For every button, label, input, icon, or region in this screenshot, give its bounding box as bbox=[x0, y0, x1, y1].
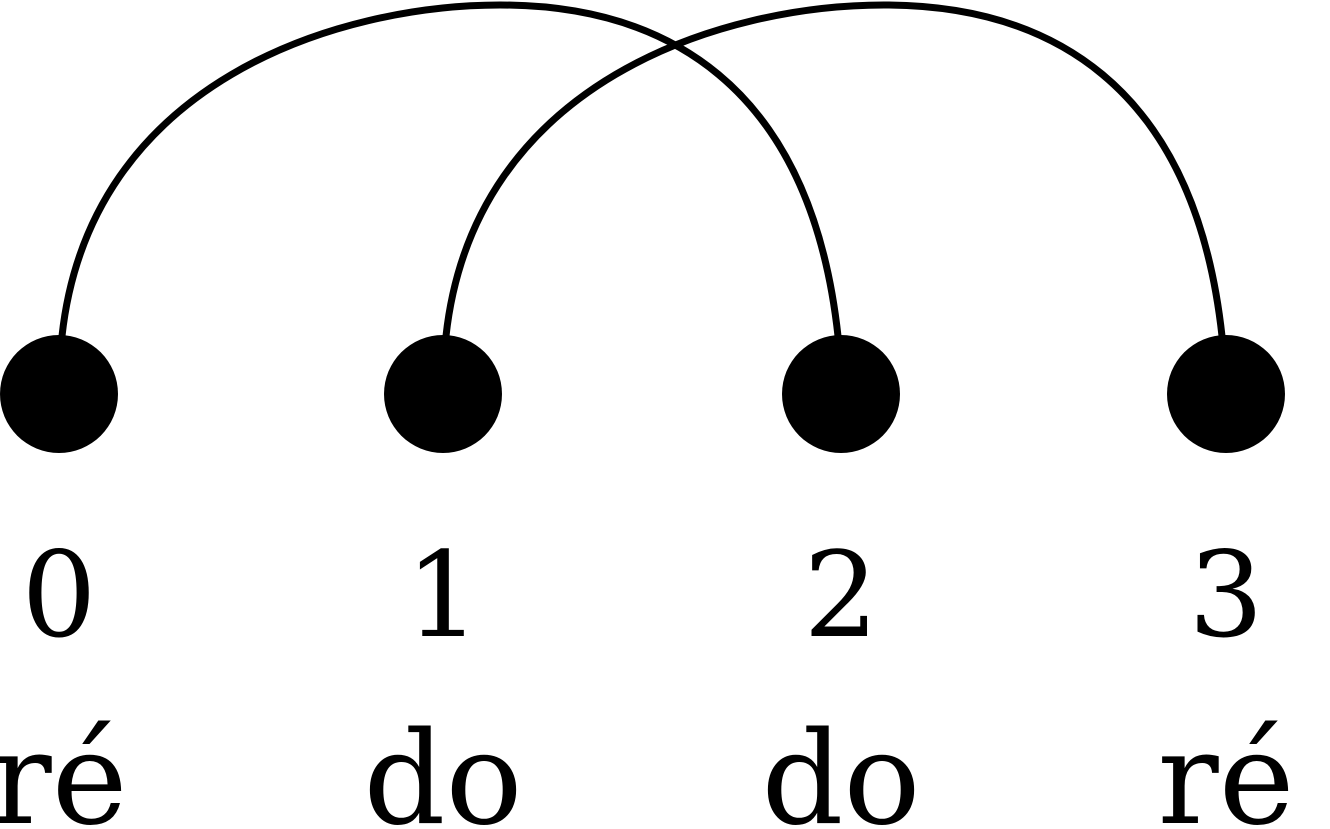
arc-0-2 bbox=[58, 1, 842, 337]
node-name-3: ré bbox=[1158, 705, 1295, 829]
node-name-2: do bbox=[762, 705, 921, 829]
node-index-1: 1 bbox=[405, 526, 480, 664]
node-index-3: 3 bbox=[1188, 526, 1263, 664]
node-dot-2 bbox=[782, 335, 900, 453]
node-dot-0 bbox=[0, 335, 118, 453]
node-dot-1 bbox=[384, 335, 502, 453]
arc-1-3 bbox=[442, 1, 1226, 337]
node-dot-3 bbox=[1167, 335, 1285, 453]
node-index-0: 0 bbox=[21, 526, 96, 664]
node-name-0: ré bbox=[0, 705, 127, 829]
node-name-1: do bbox=[364, 705, 523, 829]
node-index-2: 2 bbox=[803, 526, 878, 664]
